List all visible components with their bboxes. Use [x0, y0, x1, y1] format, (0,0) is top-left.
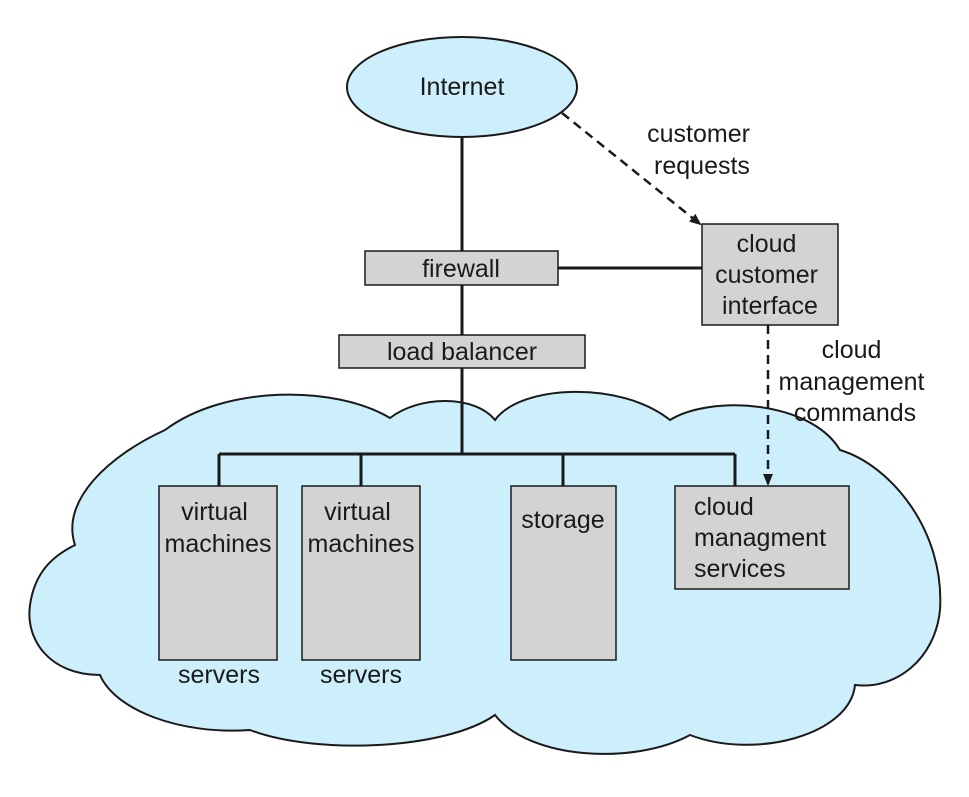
cloud-management-services-label: cloud managment services — [694, 493, 833, 583]
virtual-machines-box-2 — [301, 485, 421, 661]
servers-caption-2: servers — [320, 661, 402, 689]
cloud-customer-interface-label: cloud customer interface — [715, 230, 825, 320]
internet-label: Internet — [420, 73, 505, 101]
firewall-box — [364, 250, 559, 286]
storage-box — [510, 485, 617, 661]
virtual-machines-box-1 — [158, 485, 278, 661]
load-balancer-label: load balancer — [387, 338, 537, 366]
firewall-label: firewall — [422, 255, 500, 283]
cloud-shape — [28, 390, 942, 755]
servers-caption-1: servers — [178, 661, 260, 689]
cloud-management-commands-label: cloud management commands — [779, 336, 932, 427]
storage-label: storage — [521, 506, 604, 534]
customer-requests-label: customer requests — [647, 120, 757, 180]
virtual-machines-label-1: virtual machines — [165, 498, 272, 558]
cloud-customer-interface-box — [701, 223, 839, 326]
virtual-machines-label-2: virtual machines — [308, 498, 415, 558]
load-balancer-box — [338, 334, 586, 369]
cloud-management-services-box — [674, 485, 850, 590]
